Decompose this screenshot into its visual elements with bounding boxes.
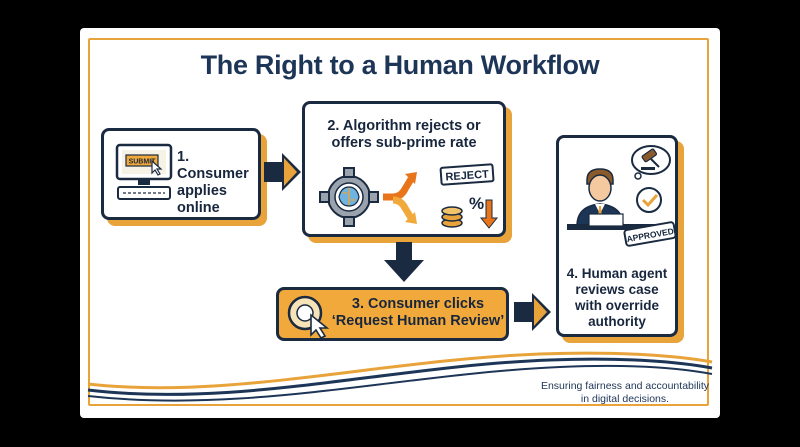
arrow-right-2 (514, 293, 551, 331)
reject-text: REJECT (445, 168, 489, 183)
step-1-box: SUBMIT 1. Consumer applies online (101, 128, 261, 220)
step-2-box: 2. Algorithm rejects or offers sub-prime… (302, 101, 506, 237)
arrow-down (384, 242, 424, 282)
submit-text: SUBMIT (129, 159, 157, 166)
step-3-line-1: 3. Consumer clicks (351, 296, 485, 312)
step-1-label: 1. Consumer applies online (177, 149, 258, 217)
page-title: The Right to a Human Workflow (200, 50, 600, 80)
human-agent-icon (567, 168, 663, 230)
step-4-box: APPROVED 4. Human agent reviews case wit… (556, 135, 678, 337)
request-button-icon (287, 295, 330, 340)
step-4-label: 4. Human agent reviews case with overrid… (559, 266, 675, 330)
step-3-label: 3. Consumer clicks ‘Request Human Review… (329, 296, 507, 330)
step-2-line-2: offers sub-prime rate (331, 135, 477, 151)
arrow-right-1 (264, 153, 301, 191)
computer-icon: SUBMIT (115, 143, 173, 200)
split-arrows-icon (383, 172, 417, 224)
step-1-line-1: 1. Consumer (177, 149, 249, 182)
step-4-line-4: authority (588, 314, 646, 329)
wave-decoration (87, 351, 713, 402)
step-4-line-3: with override (574, 298, 660, 313)
step-1-line-3: online (177, 200, 220, 216)
step-4-line-2: reviews case (575, 282, 659, 297)
step-1-line-2: applies (177, 183, 227, 199)
footer-tagline: Ensuring fairness and accountability in … (535, 380, 715, 406)
algorithm-gear-icon (319, 167, 379, 227)
percent-text: % (469, 194, 484, 213)
step-2-line-1: 2. Algorithm rejects or (327, 118, 481, 134)
thought-gavel-icon (631, 145, 671, 180)
step-4-line-1: 4. Human agent (566, 266, 668, 281)
footer-line-1: Ensuring fairness and accountability (540, 380, 710, 392)
reject-stamp-icon: REJECT (439, 163, 495, 186)
sub-prime-rate-icon: % (441, 194, 499, 229)
footer-line-2: in digital decisions. (580, 393, 670, 405)
step-3-box: 3. Consumer clicks ‘Request Human Review… (276, 287, 509, 341)
step-2-label: 2. Algorithm rejects or offers sub-prime… (305, 118, 503, 152)
step-3-line-2: ‘Request Human Review’ (331, 313, 505, 329)
approved-stamp-icon: APPROVED (623, 221, 677, 247)
card-frame (88, 38, 709, 406)
